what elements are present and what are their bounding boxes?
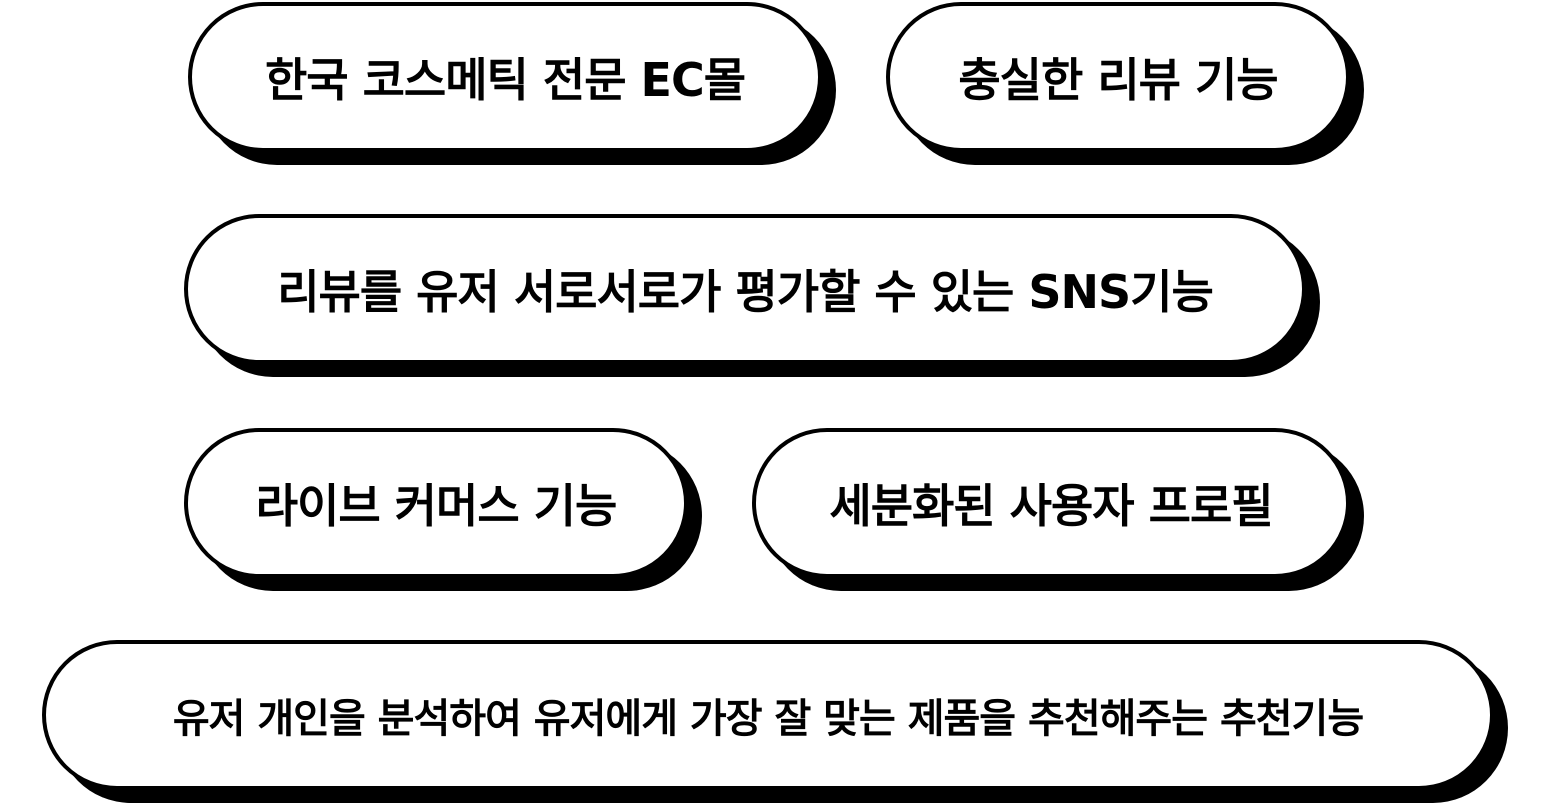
- feature-pill-user-profile: 세분화된 사용자 프로필: [752, 428, 1350, 578]
- feature-pill-cosmetics-ec-mall: 한국 코스메틱 전문 EC몰: [188, 2, 822, 152]
- feature-pill-recommendation: 유저 개인을 분석하여 유저에게 가장 잘 맞는 제품을 추천해주는 추천기능: [42, 640, 1494, 790]
- feature-pill-label: 라이브 커머스 기능: [255, 479, 618, 533]
- feature-pill-sns-review-rating: 리뷰를 유저 서로서로가 평가할 수 있는 SNS기능: [184, 214, 1306, 364]
- feature-pill-review: 충실한 리뷰 기능: [886, 2, 1350, 152]
- feature-pill-label: 리뷰를 유저 서로서로가 평가할 수 있는 SNS기능: [277, 265, 1214, 319]
- feature-pill-label: 유저 개인을 분석하여 유저에게 가장 잘 맞는 제품을 추천해주는 추천기능: [172, 696, 1364, 742]
- feature-pill-label: 한국 코스메틱 전문 EC몰: [264, 53, 746, 107]
- feature-pill-live-commerce: 라이브 커머스 기능: [184, 428, 688, 578]
- feature-pill-label: 충실한 리뷰 기능: [958, 53, 1278, 107]
- feature-pill-label: 세분화된 사용자 프로필: [829, 479, 1273, 533]
